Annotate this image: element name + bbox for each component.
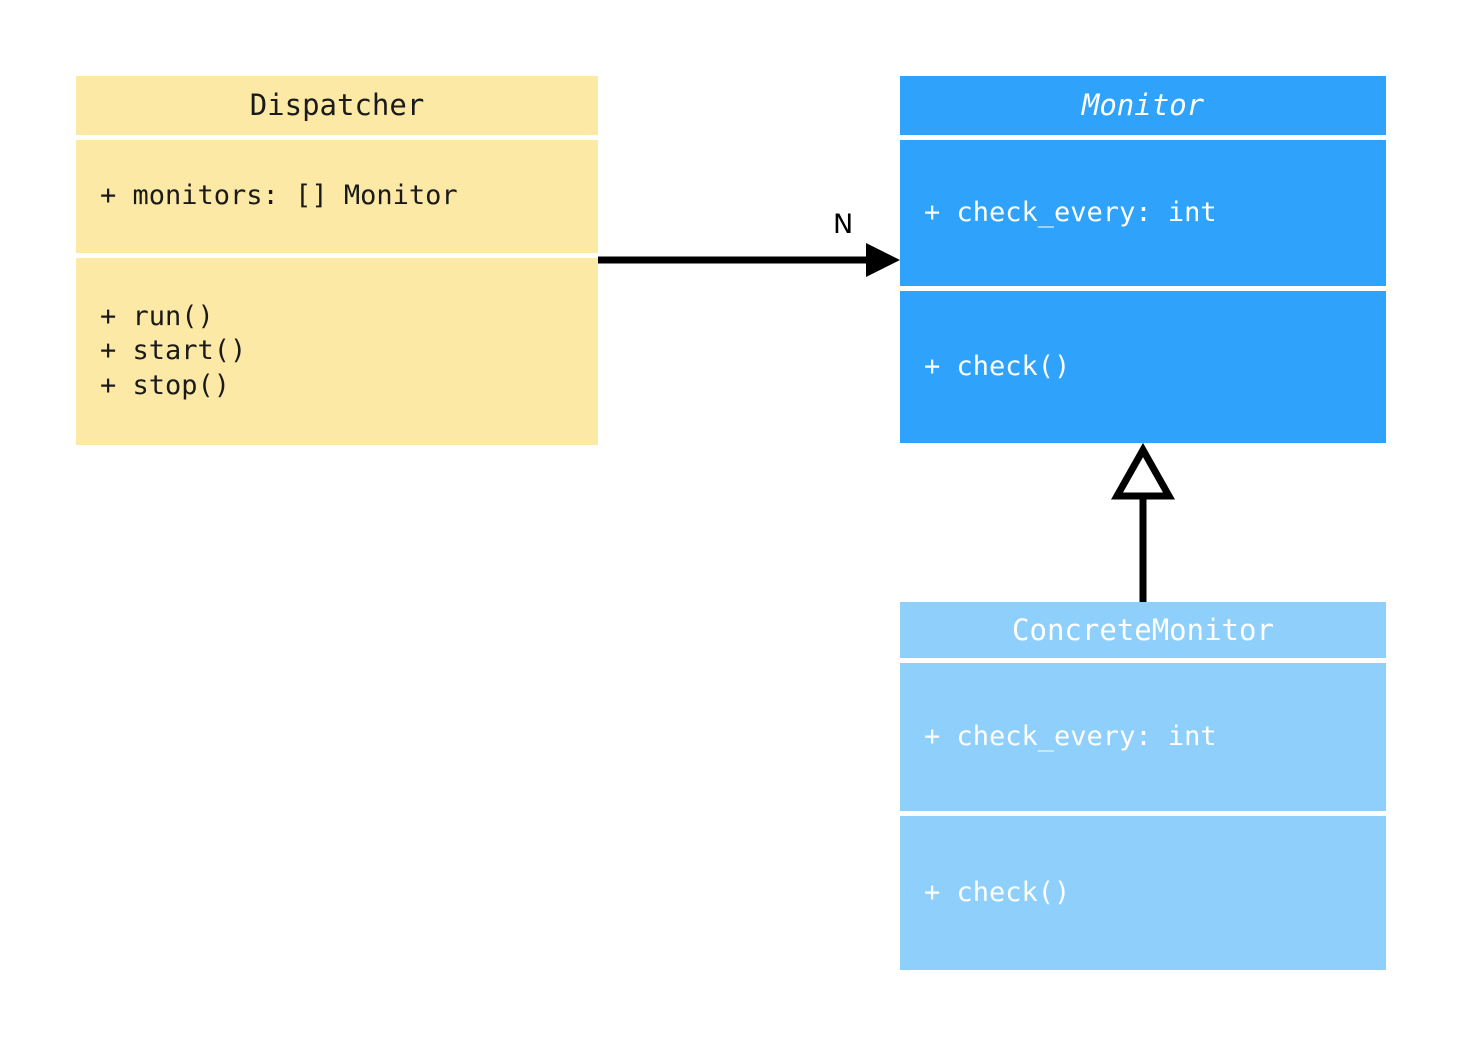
method-row: + check() (924, 350, 1071, 382)
class-box-monitor[interactable]: Monitor + check_every: int + check() (900, 76, 1386, 443)
class-name-monitor: Monitor (1081, 88, 1205, 123)
class-name-dispatcher: Dispatcher (249, 88, 425, 123)
class-methods-compartment-concrete-monitor: + check() (900, 816, 1386, 970)
filled-arrowhead-icon (866, 243, 900, 277)
class-box-dispatcher[interactable]: Dispatcher + monitors: [] Monitor + run(… (76, 76, 598, 445)
generalization-concrete-monitor-to-monitor (1111, 442, 1175, 602)
association-dispatcher-to-monitor (598, 243, 900, 277)
method-row: + check() (924, 876, 1071, 908)
attribute-row: + check_every: int (924, 720, 1217, 752)
class-methods-compartment-dispatcher: + run() + start() + stop() (76, 258, 598, 445)
class-attributes-compartment-concrete-monitor: + check_every: int (900, 663, 1386, 811)
method-row: + start() (100, 335, 247, 367)
class-attributes-compartment-dispatcher: + monitors: [] Monitor (76, 140, 598, 253)
attribute-row: + check_every: int (924, 196, 1217, 228)
hollow-triangle-arrowhead-icon (1111, 442, 1175, 500)
class-methods-compartment-monitor: + check() (900, 291, 1386, 443)
class-attributes-compartment-monitor: + check_every: int (900, 140, 1386, 286)
class-box-concrete-monitor[interactable]: ConcreteMonitor + check_every: int + che… (900, 602, 1386, 970)
class-name-concrete-monitor: ConcreteMonitor (1012, 612, 1274, 647)
method-row: + stop() (100, 369, 231, 401)
association-multiplicity-label: N (833, 209, 854, 240)
class-title-compartment-concrete-monitor: ConcreteMonitor (900, 602, 1386, 658)
attribute-row: + monitors: [] Monitor (100, 180, 458, 212)
class-title-compartment-dispatcher: Dispatcher (76, 76, 598, 135)
class-title-compartment-monitor: Monitor (900, 76, 1386, 135)
method-row: + run() (100, 301, 214, 333)
